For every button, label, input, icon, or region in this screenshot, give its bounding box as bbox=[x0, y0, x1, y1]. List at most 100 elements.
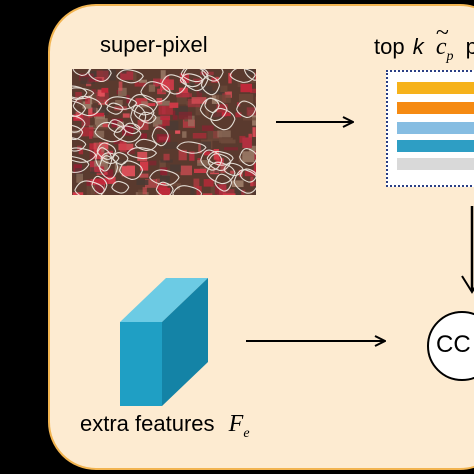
texture-patch bbox=[230, 170, 235, 174]
texture-patch bbox=[118, 87, 127, 96]
texture-patch bbox=[114, 106, 127, 111]
texture-patch bbox=[120, 71, 134, 80]
texture-patch bbox=[78, 73, 94, 81]
texture-patch bbox=[94, 125, 109, 130]
superpixel-boundary bbox=[88, 69, 112, 83]
texture-patch bbox=[207, 131, 222, 141]
superpixel-boundary bbox=[176, 141, 207, 154]
texture-patch bbox=[140, 133, 147, 139]
texture-patch bbox=[216, 94, 231, 103]
superpixel-boundary bbox=[206, 161, 236, 185]
texture-patch bbox=[97, 106, 109, 116]
texture-patch bbox=[106, 176, 116, 184]
texture-patch bbox=[250, 88, 256, 94]
texture-patch bbox=[195, 104, 201, 116]
texture-patch bbox=[179, 73, 190, 83]
texture-patch bbox=[88, 107, 97, 116]
superpixel-boundary bbox=[204, 97, 220, 114]
topk-bar-2 bbox=[397, 102, 474, 114]
superpixel-boundary bbox=[229, 69, 256, 83]
texture-patch bbox=[169, 102, 179, 108]
superpixel-boundary bbox=[126, 147, 158, 160]
texture-patch bbox=[215, 156, 221, 166]
texture-patch bbox=[142, 187, 147, 195]
texture-patch bbox=[92, 112, 105, 117]
texture-patch bbox=[160, 79, 174, 90]
superpixel-boundary bbox=[72, 85, 88, 100]
cube-side-face bbox=[162, 278, 208, 406]
superpixel-boundary bbox=[149, 169, 180, 186]
fe-base: F bbox=[228, 411, 244, 437]
texture-patch bbox=[91, 88, 97, 94]
texture-patch bbox=[165, 121, 179, 131]
superpixel-boundary bbox=[72, 147, 97, 163]
texture-patch bbox=[254, 186, 256, 195]
topk-suffix: p bbox=[465, 34, 474, 59]
texture-patch bbox=[126, 94, 130, 104]
superpixel-boundary bbox=[72, 87, 95, 100]
superpixel-boundary bbox=[239, 168, 256, 183]
superpixel-boundary bbox=[112, 152, 129, 165]
texture-patch bbox=[87, 95, 93, 105]
texture-patch bbox=[80, 77, 95, 84]
texture-patch bbox=[182, 93, 192, 97]
texture-patch bbox=[252, 127, 256, 137]
texture-patch bbox=[202, 193, 213, 195]
texture-patch bbox=[253, 163, 256, 172]
texture-patch bbox=[170, 164, 181, 172]
texture-patch bbox=[172, 110, 178, 120]
texture-patch bbox=[224, 147, 238, 151]
texture-patch bbox=[220, 85, 228, 93]
topk-prototype-box bbox=[386, 70, 474, 187]
superpixel-boundary bbox=[243, 69, 256, 81]
texture-patch bbox=[119, 141, 127, 152]
texture-patch bbox=[184, 117, 189, 122]
texture-patch bbox=[113, 140, 124, 145]
texture-patch bbox=[99, 91, 105, 97]
texture-patch bbox=[186, 79, 195, 84]
texture-patch bbox=[198, 144, 202, 154]
superpixel-boundary bbox=[113, 125, 142, 143]
superpixel-label: super-pixel bbox=[100, 32, 208, 57]
superpixel-boundary bbox=[72, 95, 103, 117]
texture-patch bbox=[91, 71, 97, 81]
superpixel-boundary bbox=[160, 74, 187, 95]
texture-patch bbox=[248, 133, 252, 140]
texture-patch bbox=[152, 116, 163, 127]
topk-cp-base: c bbox=[435, 34, 447, 60]
texture-patch bbox=[148, 160, 157, 166]
superpixel-boundary bbox=[118, 160, 144, 180]
texture-patch bbox=[101, 145, 105, 153]
texture-patch bbox=[160, 115, 171, 120]
texture-patch bbox=[103, 169, 114, 177]
texture-patch bbox=[94, 178, 109, 184]
texture-patch bbox=[200, 71, 214, 76]
texture-patch bbox=[138, 189, 146, 195]
topk-bar-3 bbox=[397, 122, 474, 134]
superpixel-boundary bbox=[138, 111, 157, 124]
texture-patch bbox=[201, 125, 214, 131]
texture-patch bbox=[95, 184, 105, 194]
texture-patch bbox=[80, 127, 94, 137]
texture-patch bbox=[158, 136, 170, 141]
superpixel-boundary bbox=[134, 138, 158, 151]
superpixel-boundary bbox=[223, 162, 244, 177]
superpixel-boundary bbox=[96, 142, 117, 160]
superpixel-image bbox=[72, 69, 256, 195]
texture-patch bbox=[163, 141, 178, 149]
cube-front-face bbox=[120, 322, 162, 406]
superpixel-boundary bbox=[100, 152, 120, 165]
texture-patch bbox=[192, 133, 207, 139]
texture-patch bbox=[160, 167, 168, 176]
texture-patch bbox=[97, 89, 102, 96]
texture-patch bbox=[85, 96, 90, 104]
texture-patch bbox=[216, 112, 231, 117]
texture-patch bbox=[96, 91, 109, 103]
texture-patch bbox=[102, 69, 116, 81]
topk-prefix: top bbox=[374, 34, 405, 59]
texture-patch bbox=[189, 151, 195, 161]
texture-patch bbox=[94, 166, 105, 173]
texture-patch bbox=[178, 149, 187, 161]
texture-patch bbox=[140, 161, 149, 171]
texture-patch bbox=[176, 96, 187, 105]
